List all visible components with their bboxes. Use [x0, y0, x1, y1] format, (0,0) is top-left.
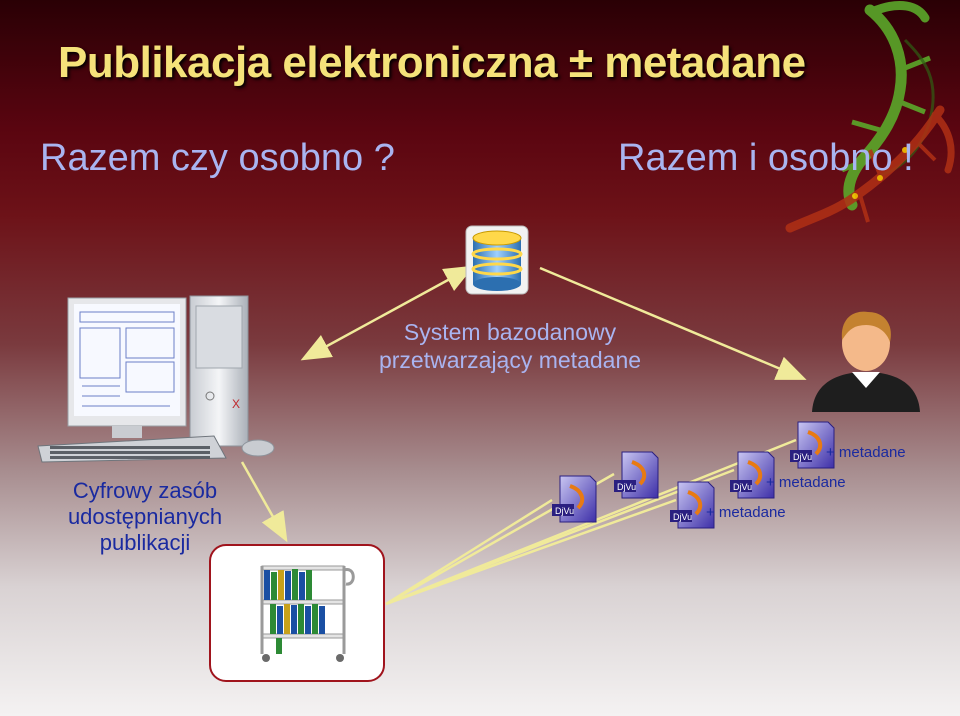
- database-label: System bazodanowy przetwarzający metadan…: [360, 318, 660, 374]
- question-text: Razem czy osobno ?: [40, 137, 395, 179]
- djvu-label: DjVu: [673, 512, 692, 522]
- lizard-icon: [785, 105, 955, 233]
- answer-text: Razem i osobno !: [618, 137, 914, 179]
- djvu-file-icon: DjVu: [552, 475, 597, 523]
- djvu-label: DjVu: [617, 482, 636, 492]
- slide-title: Publikacja elektroniczna ± metadane: [58, 38, 806, 87]
- bookshelf-cart-icon: [209, 544, 385, 682]
- djvu-label: DjVu: [733, 482, 752, 492]
- computer-logo: X: [232, 397, 240, 411]
- metadata-label: + metadane: [826, 444, 906, 461]
- metadata-label: + metadane: [706, 504, 786, 521]
- djvu-file-icon: DjVu: [730, 451, 775, 499]
- person-icon: [812, 311, 920, 412]
- djvu-label: DjVu: [555, 506, 574, 516]
- djvu-file-icon: DjVu: [614, 451, 659, 499]
- computer-icon: X: [37, 295, 275, 463]
- database-label-text: System bazodanowy przetwarzający metadan…: [378, 319, 642, 373]
- metadata-label: + metadane: [766, 474, 846, 491]
- djvu-label: DjVu: [793, 452, 812, 462]
- djvu-file-icon: DjVu: [790, 421, 835, 469]
- database-icon: [465, 225, 529, 295]
- djvu-file-icon: DjVu: [670, 481, 715, 529]
- resource-label: Cyfrowy zasób udostępnianych publikacji: [40, 478, 250, 556]
- resource-label-text: Cyfrowy zasób udostępnianych publikacji: [67, 478, 223, 555]
